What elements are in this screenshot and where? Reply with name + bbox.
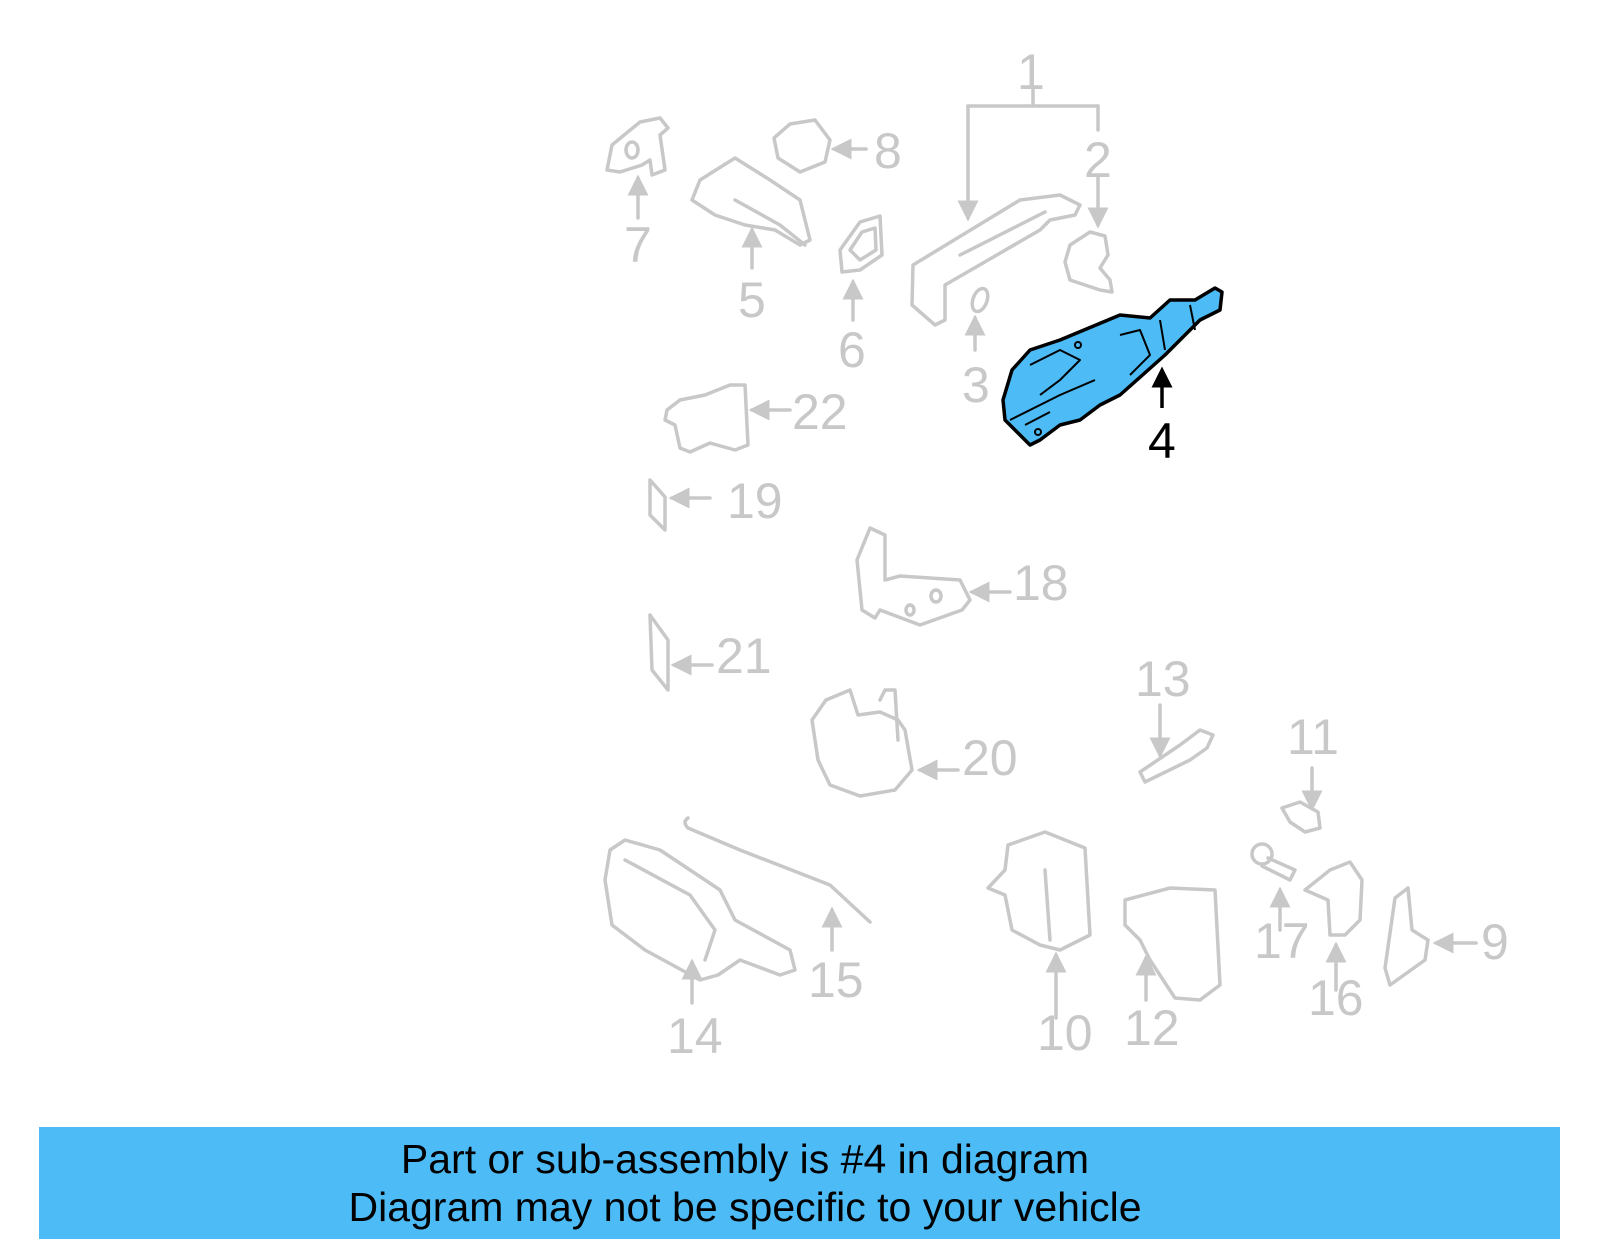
callout-label-1: 1 [1017, 44, 1045, 100]
callout-label-16: 16 [1308, 970, 1364, 1026]
callout-label-9: 9 [1481, 914, 1509, 970]
part-15 [683, 816, 872, 952]
parts-illustration [603, 86, 1478, 1020]
callout-label-20: 20 [962, 730, 1018, 786]
part-16 [1303, 860, 1364, 992]
callout-label-15: 15 [808, 952, 864, 1008]
callout-label-8: 8 [874, 123, 902, 179]
callout-label-3: 3 [962, 357, 990, 413]
callout-label-6: 6 [838, 322, 866, 378]
info-banner: Part or sub-assembly is #4 in diagram Di… [39, 1127, 1560, 1239]
callout-label-13: 13 [1135, 651, 1191, 707]
callout-label-18: 18 [1013, 555, 1069, 611]
part-19 [648, 478, 712, 532]
part-18 [855, 526, 1012, 627]
callout-label-12: 12 [1124, 1000, 1180, 1056]
callout-label-21: 21 [716, 628, 772, 684]
callout-label-22: 22 [792, 384, 848, 440]
part-14 [603, 838, 797, 1005]
callout-label-14: 14 [667, 1008, 723, 1064]
callout-label-17: 17 [1254, 913, 1310, 969]
callout-label-19: 19 [727, 473, 783, 529]
part-20 [810, 688, 960, 798]
part-5 [690, 156, 812, 270]
part-2 [1063, 176, 1114, 294]
banner-line-disclaimer: Diagram may not be specific to your vehi… [348, 1184, 1142, 1230]
part-9 [1383, 886, 1478, 987]
banner-line-part-number: Part or sub-assembly is #4 in diagram [400, 1136, 1090, 1182]
callout-label-5: 5 [738, 272, 766, 328]
part-22 [663, 383, 792, 454]
part-1-handle [910, 193, 1082, 327]
callout-label-10: 10 [1037, 1005, 1093, 1061]
part-11 [1280, 766, 1323, 834]
part-17 [1250, 842, 1297, 932]
part-3 [964, 286, 990, 352]
callout-label-7: 7 [624, 217, 652, 273]
part-21 [648, 613, 714, 692]
part-7 [605, 116, 670, 220]
callout-bracket-1 [957, 86, 1100, 222]
part-4-highlighted [1001, 286, 1224, 447]
part-8 [772, 118, 868, 174]
part-13 [1138, 703, 1215, 784]
callout-label-4[interactable]: 4 [1148, 413, 1176, 469]
part-10 [986, 830, 1092, 1020]
parts-diagram: 1 2 3 4 5 6 7 8 9 10 11 12 13 14 15 16 1… [603, 44, 1509, 1064]
part-6 [838, 214, 884, 322]
callout-label-11: 11 [1287, 709, 1339, 765]
callout-label-2: 2 [1084, 132, 1112, 188]
part-12 [1123, 886, 1222, 1002]
